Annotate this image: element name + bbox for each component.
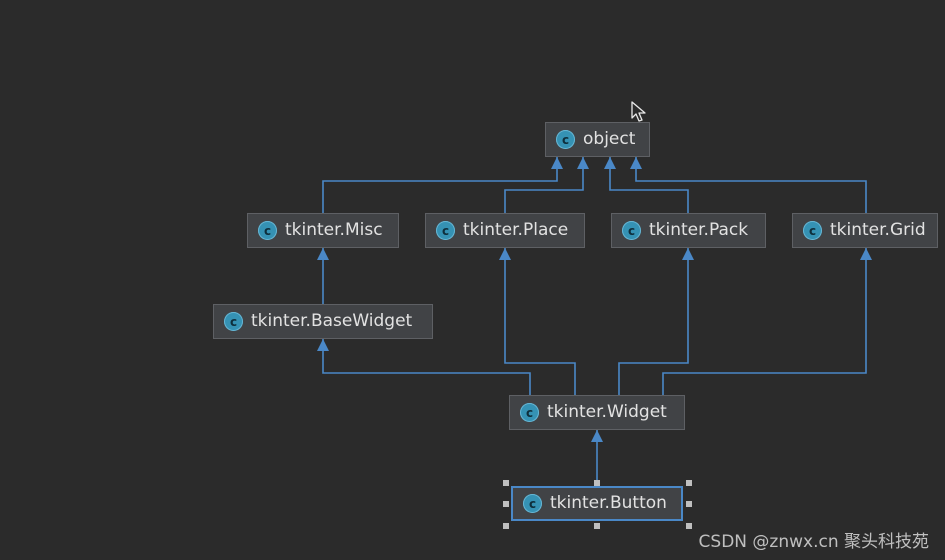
arrowhead-icon bbox=[499, 248, 511, 260]
arrowhead-icon bbox=[682, 248, 694, 260]
class-label: tkinter.Button bbox=[550, 493, 667, 513]
arrowhead-icon bbox=[860, 248, 872, 260]
watermark: CSDN @znwx.cn 聚头科技苑 bbox=[698, 532, 929, 552]
class-node-tkinter-grid[interactable]: c tkinter.Grid bbox=[792, 213, 938, 248]
class-icon: c bbox=[520, 403, 539, 422]
edge-widget-to-pack bbox=[618, 248, 694, 395]
class-node-tkinter-button[interactable]: c tkinter.Button bbox=[511, 486, 683, 521]
class-label: tkinter.Pack bbox=[649, 220, 749, 240]
arrowhead-icon bbox=[630, 157, 642, 169]
edge-widget-to-basewidget bbox=[317, 339, 531, 395]
edge-place-to-object bbox=[504, 157, 589, 213]
class-icon: c bbox=[436, 221, 455, 240]
resize-handle-top-right[interactable] bbox=[686, 480, 692, 486]
arrowhead-icon bbox=[577, 157, 589, 169]
mouse-pointer-icon bbox=[631, 101, 646, 122]
resize-handle-bottom-right[interactable] bbox=[686, 523, 692, 529]
class-icon: c bbox=[803, 221, 822, 240]
edge-pack-to-object bbox=[604, 157, 689, 213]
arrowhead-icon bbox=[551, 157, 563, 169]
arrowhead-icon bbox=[317, 339, 329, 351]
edge-misc-to-object bbox=[322, 157, 563, 213]
resize-handle-top[interactable] bbox=[594, 480, 600, 486]
class-node-tkinter-misc[interactable]: c tkinter.Misc bbox=[247, 213, 399, 248]
class-node-tkinter-basewidget[interactable]: c tkinter.BaseWidget bbox=[213, 304, 433, 339]
class-label: tkinter.Widget bbox=[547, 402, 667, 422]
resize-handle-left[interactable] bbox=[503, 501, 509, 507]
class-icon: c bbox=[622, 221, 641, 240]
resize-handle-top-left[interactable] bbox=[503, 480, 509, 486]
class-label: tkinter.Grid bbox=[830, 220, 926, 240]
edge-button-to-widget bbox=[591, 430, 603, 486]
resize-handle-right[interactable] bbox=[686, 501, 692, 507]
class-label: tkinter.Place bbox=[463, 220, 569, 240]
arrowhead-icon bbox=[317, 248, 329, 260]
class-icon: c bbox=[556, 130, 575, 149]
edge-widget-to-grid bbox=[662, 248, 872, 395]
class-node-tkinter-pack[interactable]: c tkinter.Pack bbox=[611, 213, 766, 248]
resize-handle-bottom-left[interactable] bbox=[503, 523, 509, 529]
class-node-tkinter-widget[interactable]: c tkinter.Widget bbox=[509, 395, 685, 430]
edge-grid-to-object bbox=[630, 157, 867, 213]
edge-basewidget-to-misc bbox=[317, 248, 329, 304]
class-label: tkinter.Misc bbox=[285, 220, 383, 240]
arrowhead-icon bbox=[604, 157, 616, 169]
arrowhead-icon bbox=[591, 430, 603, 442]
class-node-object[interactable]: c object bbox=[545, 122, 650, 157]
class-icon: c bbox=[258, 221, 277, 240]
class-icon: c bbox=[224, 312, 243, 331]
class-icon: c bbox=[523, 494, 542, 513]
resize-handle-bottom[interactable] bbox=[594, 523, 600, 529]
edge-widget-to-place bbox=[499, 248, 576, 395]
class-node-tkinter-place[interactable]: c tkinter.Place bbox=[425, 213, 585, 248]
class-label: tkinter.BaseWidget bbox=[251, 311, 413, 331]
class-label: object bbox=[583, 129, 636, 149]
